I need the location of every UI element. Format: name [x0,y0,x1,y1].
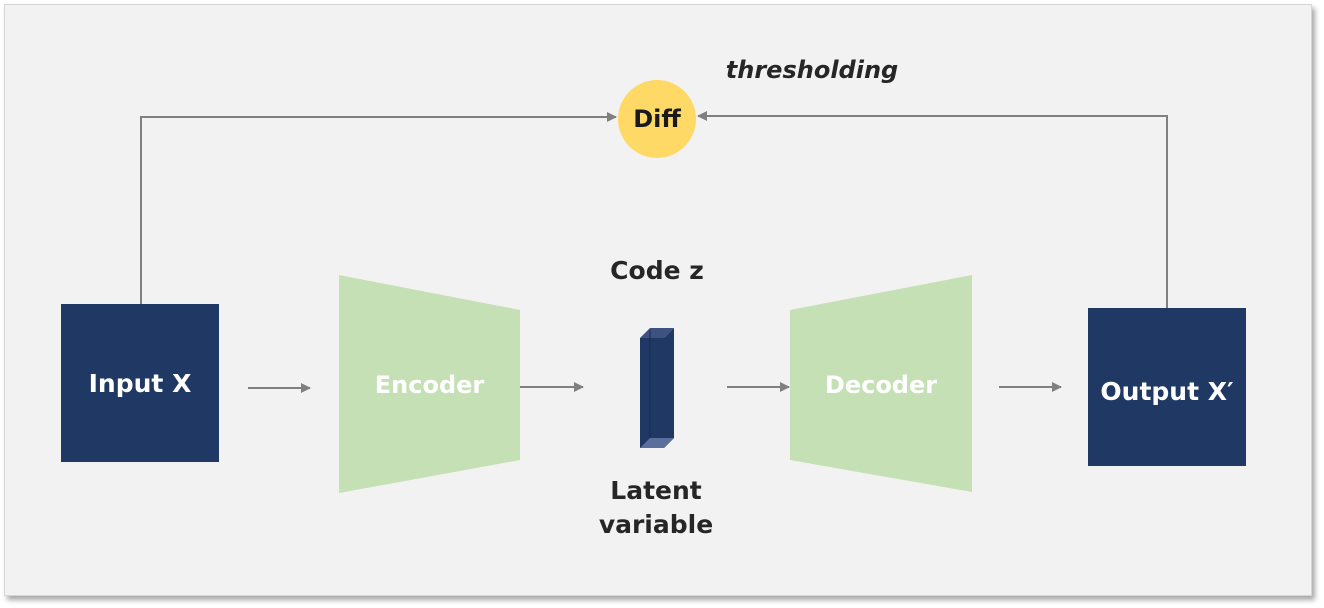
latent-caption-line2: variable [598,510,714,539]
input-label: Input X [88,368,192,398]
output-label: Output X′ [1100,376,1234,406]
output-box [1088,308,1246,466]
input-box [61,304,219,462]
diff-circle [618,80,696,158]
encoder-shape [339,275,520,493]
thresholding-annotation: thresholding [725,56,899,84]
latent-code-bar [640,328,674,448]
decoder-shape [790,275,972,492]
latent-caption-line1: Latent [610,476,702,505]
decoder-label: Decoder [824,371,938,399]
arrow-output-to-diff [697,111,1168,308]
encoder-label: Encoder [374,371,485,399]
code-title: Code z [610,256,704,285]
arrow-input-to-diff [140,112,617,304]
latent-caption: Latent variable [556,474,756,542]
diff-label: Diff [633,105,681,133]
